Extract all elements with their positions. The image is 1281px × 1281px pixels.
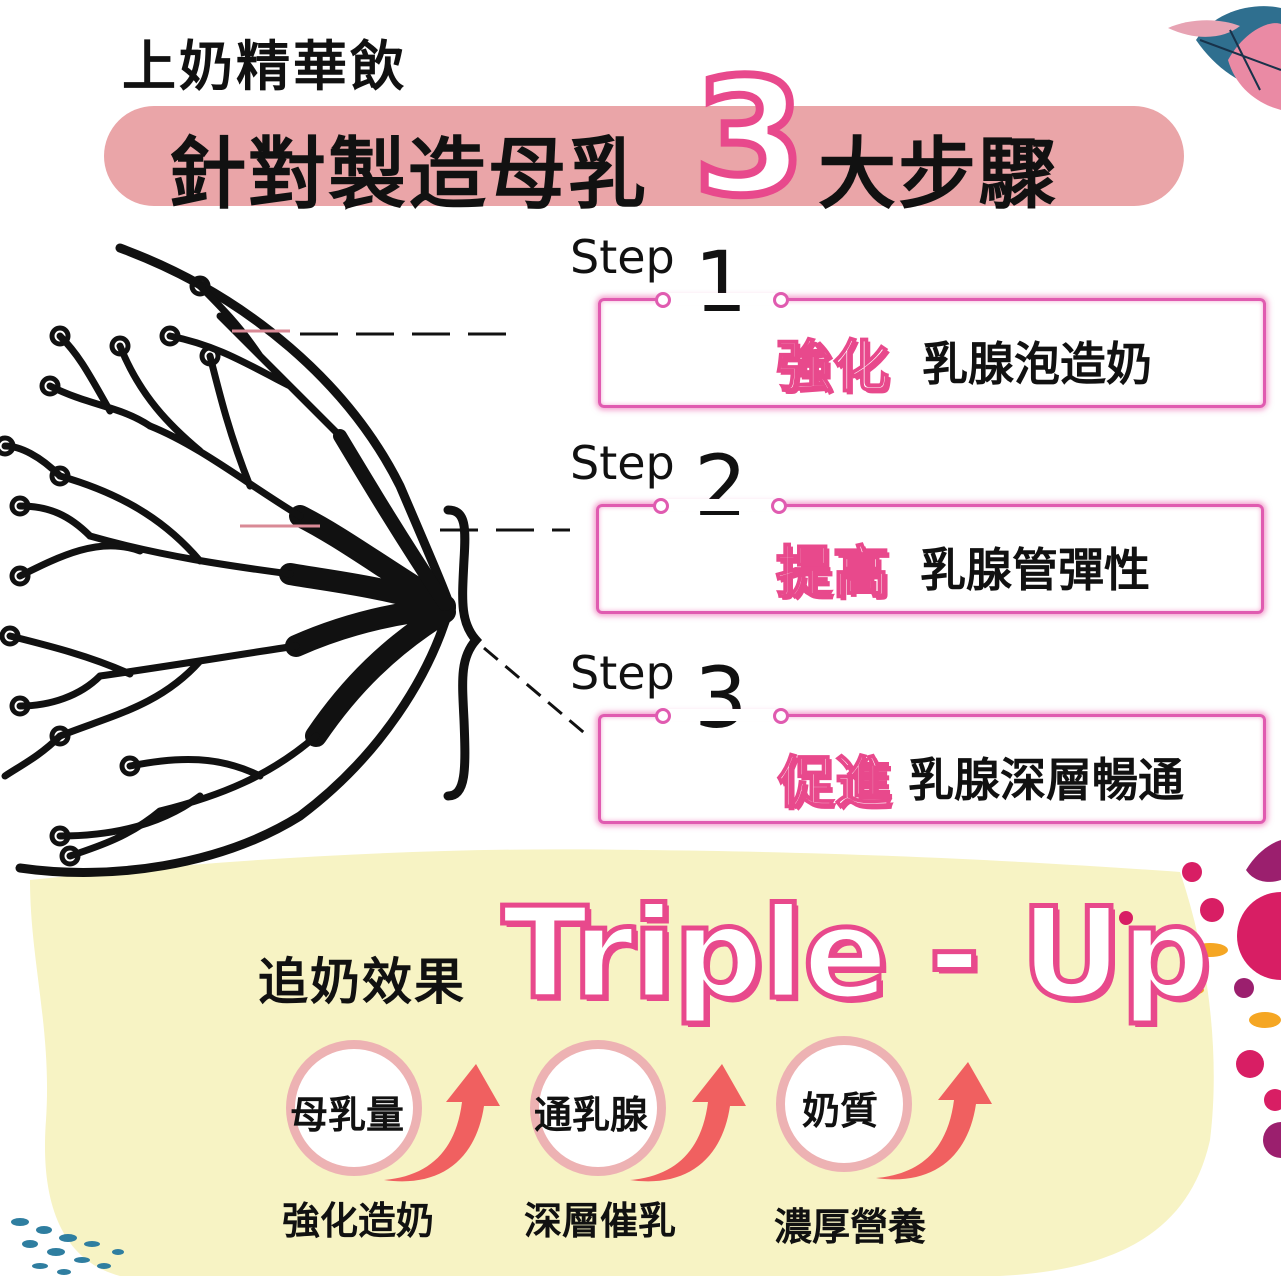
- box-dot-left: [655, 292, 671, 308]
- mammary-gland-illustration: [0, 243, 456, 877]
- benefit-circle-3: [776, 1036, 912, 1172]
- box-dot-right: [773, 708, 789, 724]
- box-dot-right: [773, 292, 789, 308]
- benefit-3-caption: 濃厚營養: [774, 1205, 927, 1249]
- benefit-2-caption: 深層催乳: [524, 1199, 677, 1243]
- box-dot-left: [655, 708, 671, 724]
- step-1-number: 1: [694, 233, 748, 331]
- title-band: [104, 106, 1184, 206]
- dash-cluster-bottom-left: [11, 1218, 124, 1275]
- up-arrow-icon: [630, 1064, 746, 1182]
- step-1-label: Step: [570, 230, 675, 284]
- step-1-keyword: 強化: [775, 334, 890, 401]
- step-2-label: Step: [570, 436, 675, 490]
- step-2-description: 乳腺管彈性: [920, 543, 1150, 597]
- title-suffix: 大步驟: [818, 130, 1059, 220]
- title-step-count: 3: [690, 44, 809, 231]
- step-2-keyword: 提高: [775, 540, 890, 607]
- leaf-cluster-top-right: [1168, 6, 1281, 110]
- dot-cluster-right: [1119, 840, 1281, 1158]
- page-title: 針對製造母乳: [168, 130, 649, 220]
- benefit-3-title: 奶質: [802, 1089, 879, 1133]
- step-1-box: [598, 292, 1266, 408]
- effect-label: 追奶效果: [258, 953, 466, 1011]
- benefit-circle-1: [286, 1040, 422, 1176]
- step-3-label: Step: [570, 646, 675, 700]
- box-notch: [665, 709, 775, 721]
- effect-headline: Triple - Up: [500, 878, 1214, 1030]
- step-1-description: 乳腺泡造奶: [922, 337, 1152, 391]
- box-notch: [663, 499, 773, 511]
- benefit-1-caption: 強化造奶: [282, 1199, 435, 1243]
- benefit-circle-2: [530, 1040, 666, 1176]
- up-arrow-icon: [876, 1062, 992, 1180]
- up-arrow-icon: [384, 1064, 500, 1182]
- step-2-number: 2: [694, 437, 748, 535]
- step-3-box: [598, 708, 1266, 824]
- supertitle: 上奶精華飲: [122, 35, 407, 98]
- box-notch: [665, 293, 775, 305]
- step-3-number: 3: [694, 649, 748, 747]
- box-dot-left: [653, 498, 669, 514]
- step-3-description: 乳腺深層暢通: [908, 753, 1184, 807]
- step-3-keyword: 促進: [777, 750, 892, 817]
- box-dot-right: [771, 498, 787, 514]
- step-2-box: [596, 498, 1264, 614]
- benefit-2-title: 通乳腺: [534, 1093, 649, 1137]
- curly-brace: [443, 505, 483, 801]
- benefit-1-title: 母乳量: [290, 1093, 405, 1137]
